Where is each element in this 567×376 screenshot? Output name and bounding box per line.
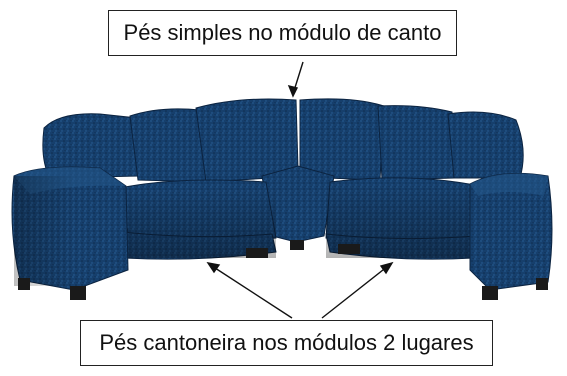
arrow-icon (206, 262, 293, 319)
leg-left-front (70, 286, 86, 300)
back-cushion-right-1 (447, 111, 524, 179)
two-seat-module-feet-label: Pés cantoneira nos módulos 2 lugares (80, 320, 493, 366)
corner-module-feet-label: Pés simples no módulo de canto (108, 10, 457, 56)
back-cushion-right-2 (377, 105, 455, 181)
leg-center (290, 240, 304, 250)
arrow-icon (321, 261, 394, 319)
left-seat-shade (120, 188, 276, 258)
back-cushion-left-3 (195, 98, 299, 183)
arrow-icon (287, 61, 304, 98)
leg-right-front (482, 286, 498, 300)
back-cushion-right-3 (299, 98, 385, 181)
left-arm-shade (14, 176, 74, 286)
leg-left-corner (246, 248, 268, 258)
right-arm-top (470, 173, 548, 196)
leg-right-back (536, 278, 548, 290)
leg-left-back (18, 278, 30, 290)
leg-right-corner (338, 244, 360, 254)
